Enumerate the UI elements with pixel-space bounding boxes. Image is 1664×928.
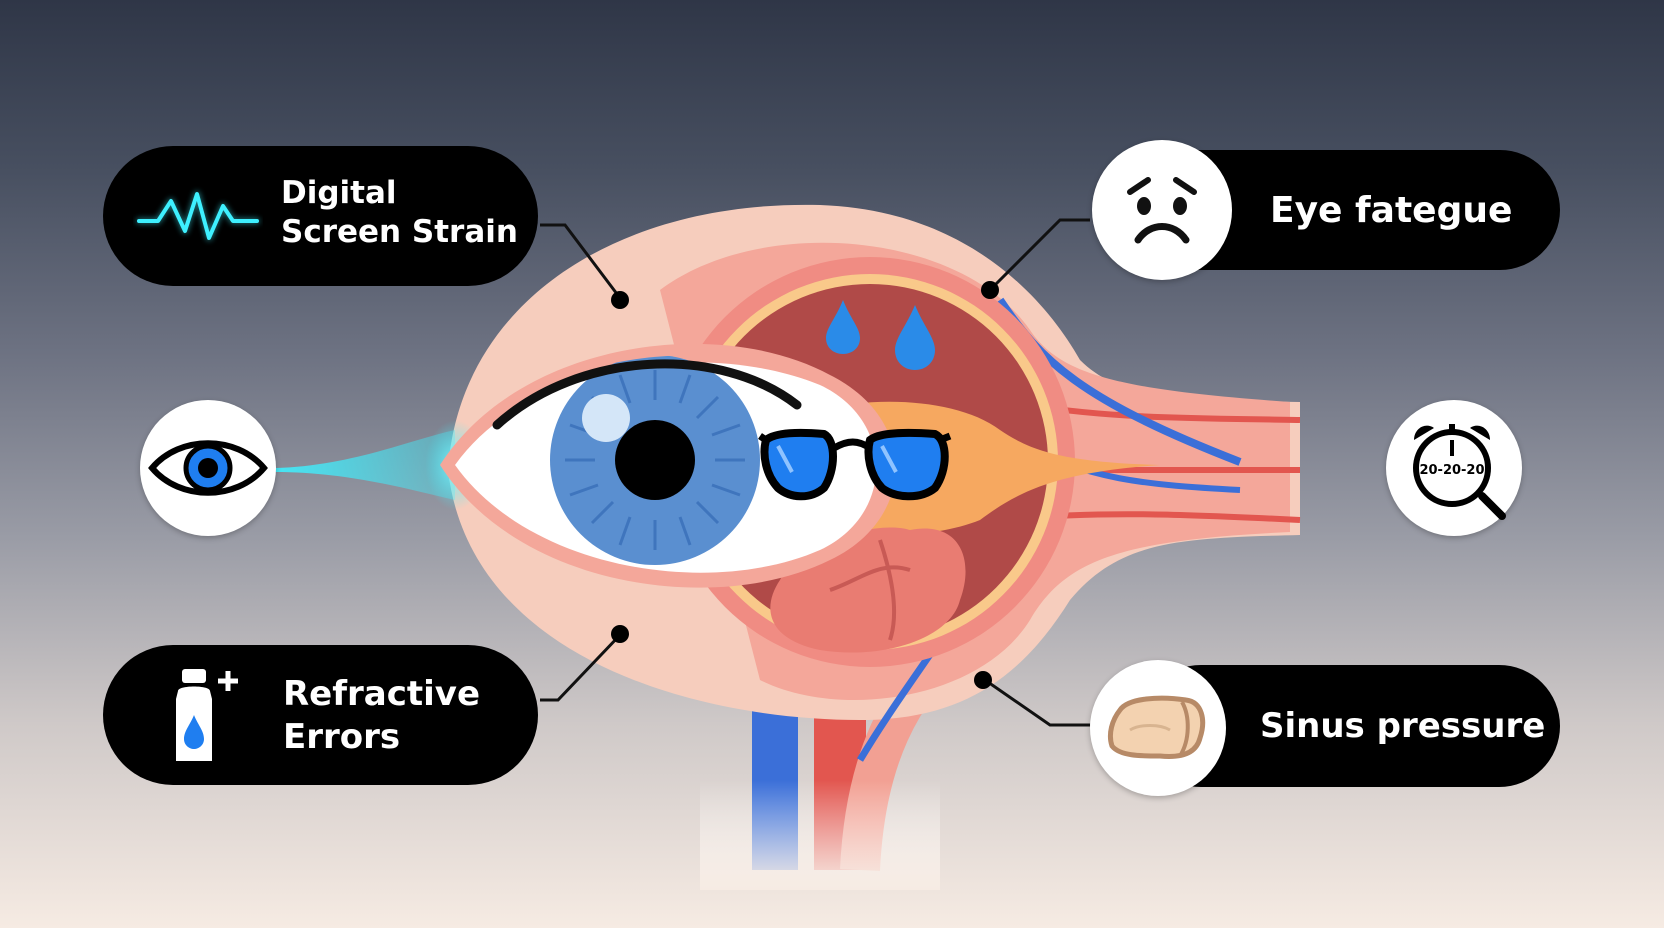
iris-lines bbox=[565, 370, 745, 550]
connector-lines bbox=[540, 218, 1090, 727]
callout-label: Refractive Errors bbox=[283, 674, 481, 757]
callout-label: Digital Screen Strain bbox=[281, 175, 518, 250]
timer-text: 20-20-20 bbox=[1419, 463, 1484, 478]
callout-label: Sinus pressure bbox=[1260, 706, 1546, 746]
eye bbox=[440, 343, 896, 588]
sinus-tissue-icon bbox=[1090, 660, 1226, 796]
callout-digital-screen-strain: Digital Screen Strain bbox=[103, 146, 538, 286]
connector-dots bbox=[611, 281, 999, 689]
tear-drops-icon bbox=[826, 300, 935, 370]
eyelid-line bbox=[492, 359, 802, 430]
callout-refractive-errors: Refractive Errors bbox=[103, 645, 538, 785]
callout-label: Eye fategue bbox=[1270, 190, 1513, 231]
waveform-icon bbox=[133, 186, 263, 246]
sad-face-icon bbox=[1092, 140, 1232, 280]
eye-icon bbox=[140, 400, 276, 536]
alarm-clock-icon: 20-20-20 bbox=[1386, 400, 1522, 536]
eye-drops-bottle-icon bbox=[168, 665, 248, 765]
glasses-icon bbox=[758, 428, 952, 501]
